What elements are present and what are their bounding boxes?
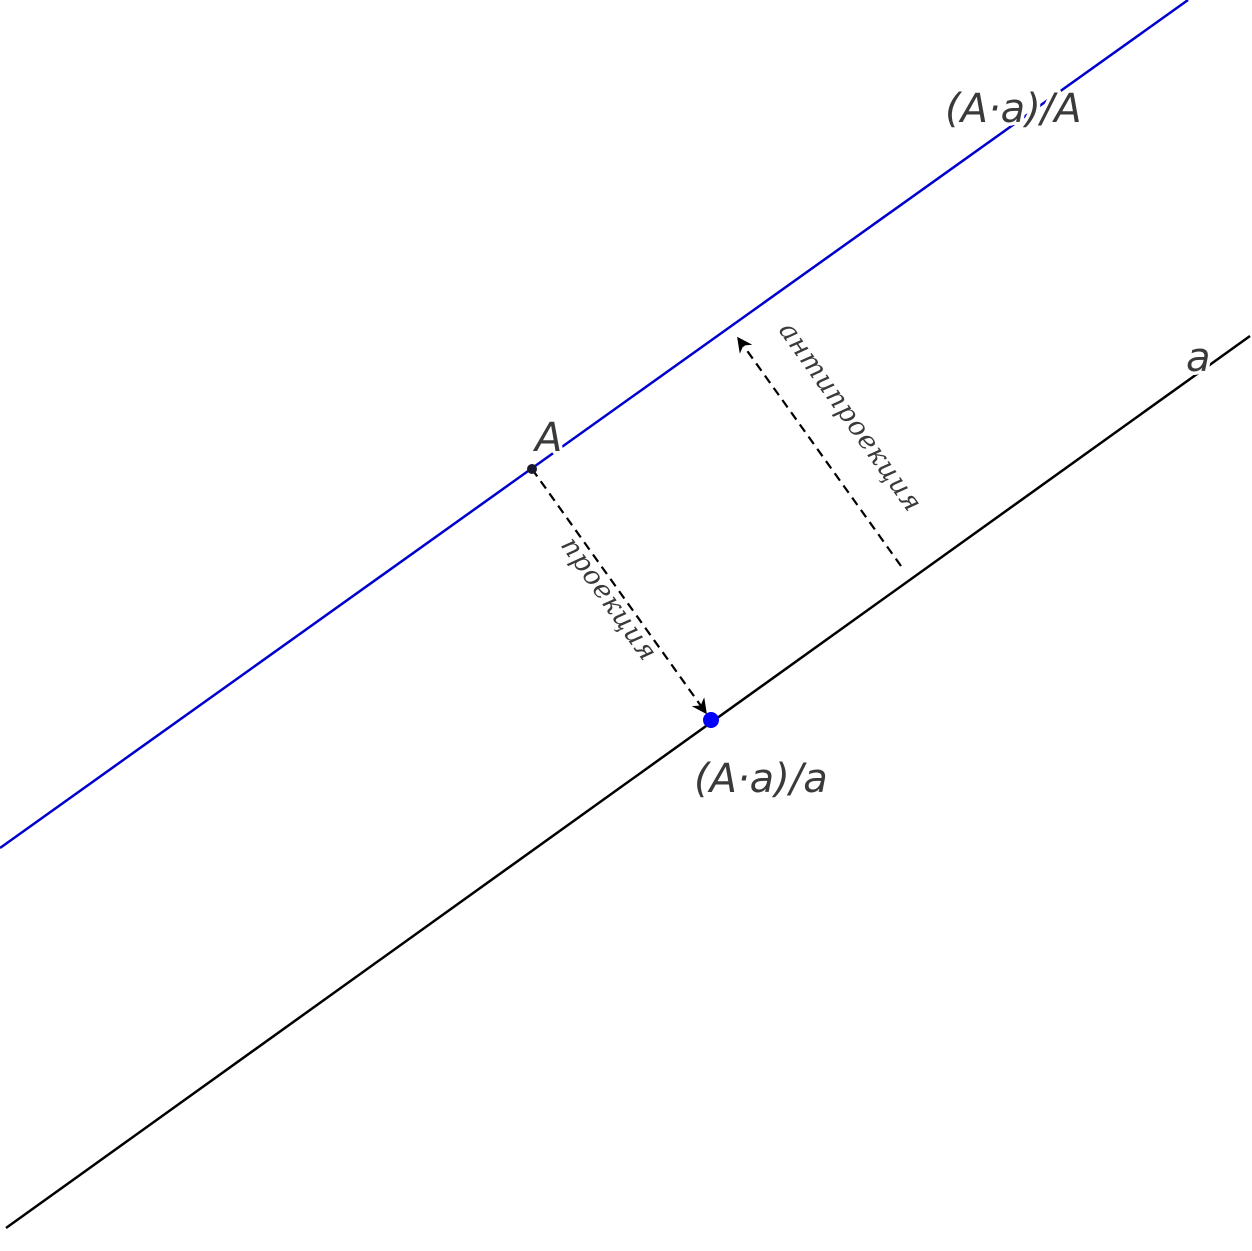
point-A-label: A bbox=[532, 415, 562, 461]
line-A-parallel bbox=[0, 0, 1189, 850]
point-projection-label: (A·a)/a bbox=[694, 756, 828, 802]
point-A bbox=[527, 464, 537, 474]
line-a-label: a bbox=[1186, 335, 1211, 381]
projection-label: проекция bbox=[554, 531, 664, 667]
projection-arrow bbox=[531, 468, 707, 715]
antiprojection-arrow bbox=[737, 336, 902, 567]
line-A-label: (A·a)/A bbox=[945, 86, 1082, 132]
point-projection bbox=[703, 712, 719, 728]
line-a bbox=[5, 334, 1251, 1230]
